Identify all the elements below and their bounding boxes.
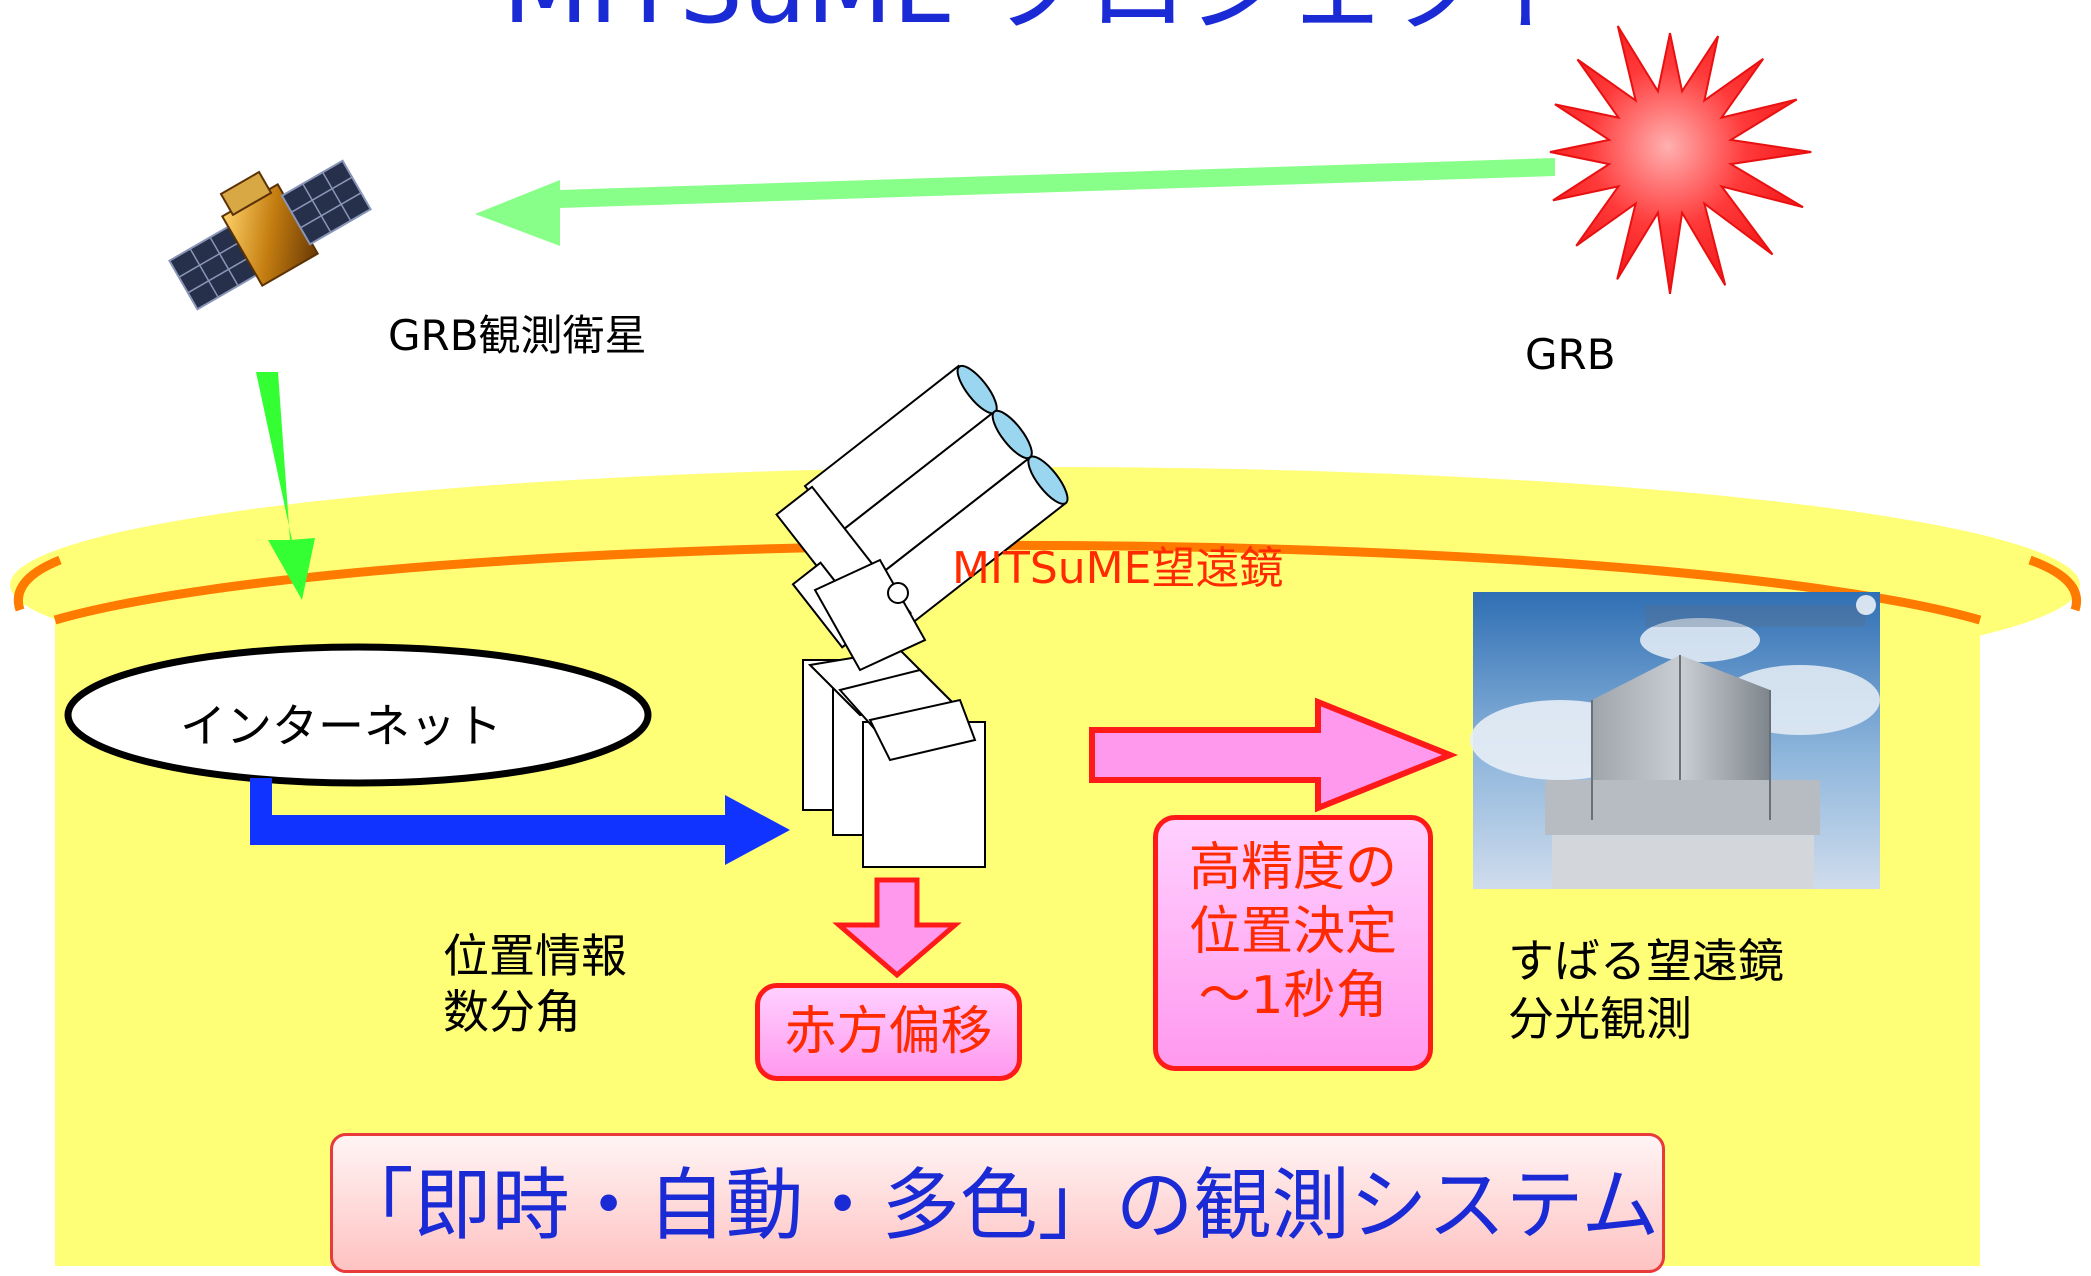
precision-label-2: 位置決定 — [1188, 902, 1397, 962]
internet-to-telescope-arrow — [250, 778, 790, 865]
satellite-to-internet-arrow — [256, 372, 315, 600]
precision-box: 高精度の 位置決定 〜1秒角 — [1153, 815, 1433, 1071]
satellite-label: GRB観測衛星 — [388, 311, 647, 360]
grb-burst-icon — [1549, 25, 1812, 294]
position-info-label-2: 数分角 — [443, 985, 581, 1039]
to-subaru-arrow — [1089, 697, 1459, 813]
subaru-label-2: 分光観測 — [1508, 992, 1692, 1046]
precision-label-1: 高精度の — [1188, 838, 1397, 898]
position-info-label-1: 位置情報 — [443, 929, 627, 983]
redshift-label: 赤方偏移 — [784, 1002, 993, 1062]
satellite-image — [168, 159, 372, 311]
subaru-photo — [1470, 592, 1880, 889]
precision-label-3: 〜1秒角 — [1198, 966, 1388, 1026]
system-banner: 「即時・自動・多色」の観測システム — [330, 1133, 1665, 1273]
mitsume-telescope-label: MITSuME望遠鏡 — [952, 543, 1284, 594]
grb-label: GRB — [1525, 330, 1616, 379]
redshift-box: 赤方偏移 — [755, 983, 1022, 1081]
internet-label: インターネット — [180, 699, 502, 753]
subaru-label-1: すばる望遠鏡 — [1508, 934, 1784, 988]
telescope-drawing — [775, 364, 1069, 868]
page-title: MITSuME プロジェクト — [503, 0, 1588, 46]
internet-node — [64, 643, 652, 787]
grb-to-satellite-arrow — [475, 158, 1555, 246]
redshift-arrow — [832, 877, 962, 979]
